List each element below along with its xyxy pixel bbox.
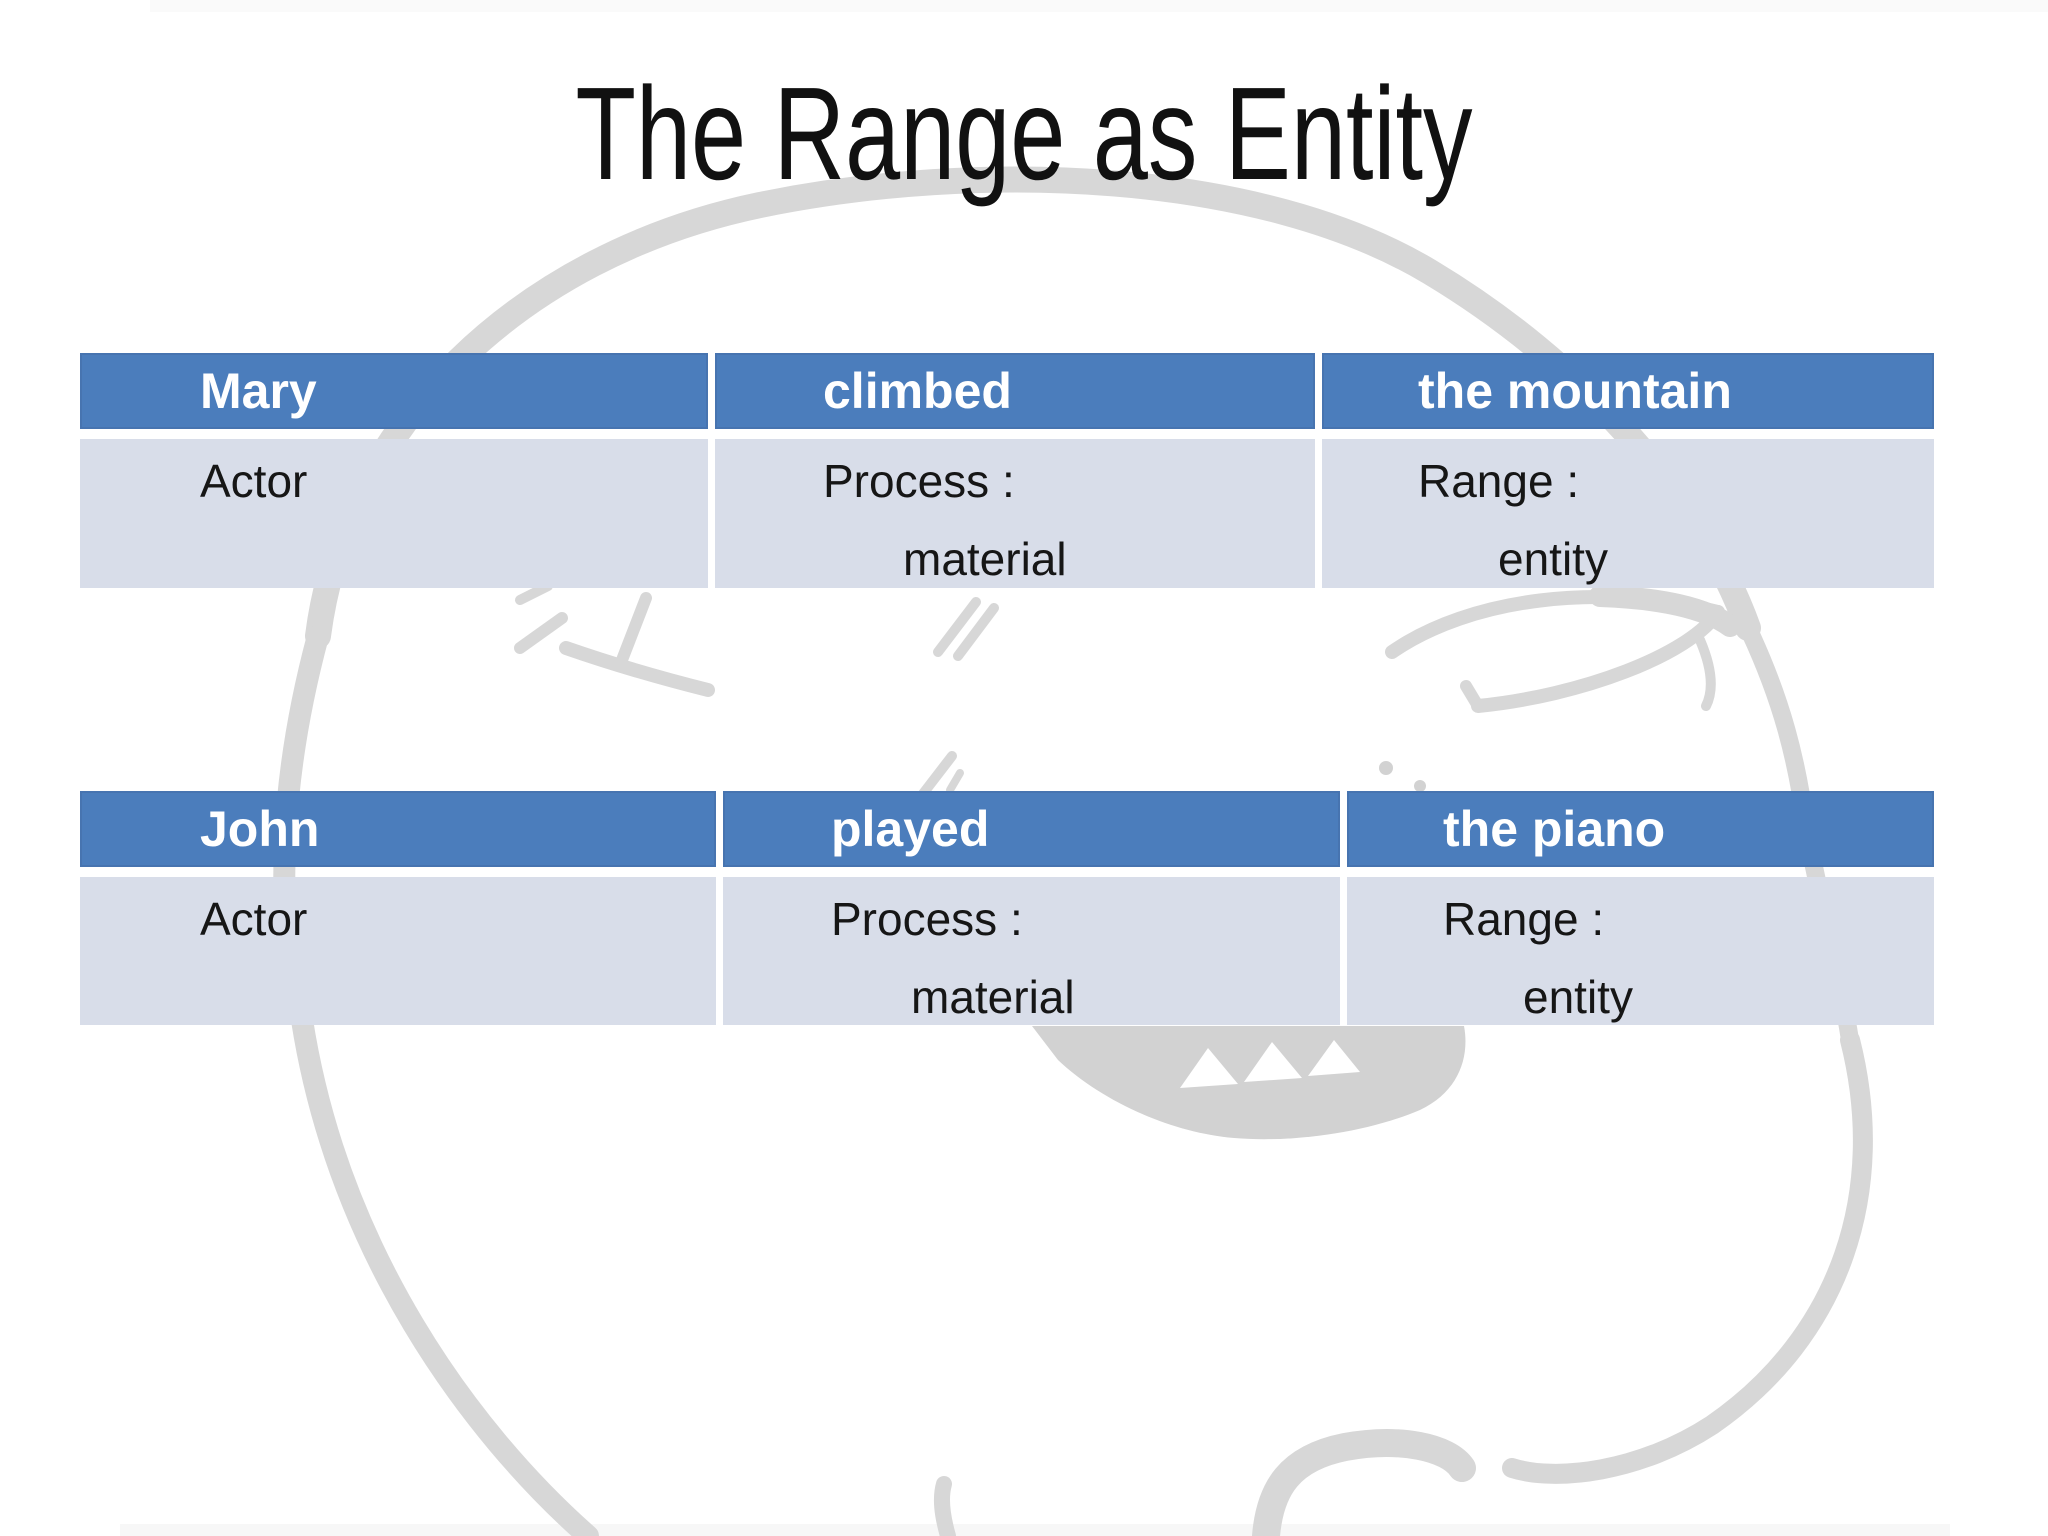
header-label: climbed [823, 363, 1012, 419]
body-cell-process: Process : material [715, 439, 1315, 588]
clause-table-john: John played the piano Actor Process : ma… [80, 791, 1934, 1025]
header-label: John [200, 801, 320, 857]
body-cell-actor: Actor [80, 439, 708, 588]
body-cell-range: Range : entity [1322, 439, 1934, 588]
role-label: Process : [823, 455, 1015, 507]
body-cell-process: Process : material [723, 877, 1340, 1025]
table-header-row: Mary climbed the mountain [80, 353, 1934, 429]
header-label: the piano [1443, 801, 1666, 857]
header-label: Mary [200, 363, 317, 419]
table-body-row: Actor Process : material Range : entity [80, 439, 1934, 588]
role-subtype: entity [1498, 533, 1608, 585]
role-label: Process : [831, 893, 1023, 945]
role-label: Actor [200, 455, 308, 507]
table-header-row: John played the piano [80, 791, 1934, 867]
clause-table-mary: Mary climbed the mountain Actor Process … [80, 353, 1934, 588]
role-label: Range : [1418, 455, 1580, 507]
header-label: played [831, 801, 990, 857]
header-cell-verb: climbed [715, 353, 1315, 429]
header-label: the mountain [1418, 363, 1732, 419]
table-body-row: Actor Process : material Range : entity [80, 877, 1934, 1025]
role-label: Actor [200, 893, 308, 945]
role-label: Range : [1443, 893, 1605, 945]
header-cell-subject: Mary [80, 353, 708, 429]
slide-title: The Range as Entity [575, 60, 1473, 207]
role-subtype: entity [1523, 971, 1633, 1023]
body-cell-actor: Actor [80, 877, 716, 1025]
role-subtype: material [911, 971, 1075, 1023]
header-cell-subject: John [80, 791, 716, 867]
body-cell-range: Range : entity [1347, 877, 1934, 1025]
header-cell-object: the piano [1347, 791, 1934, 867]
header-cell-object: the mountain [1322, 353, 1934, 429]
top-edge-band [150, 0, 2048, 12]
role-subtype: material [903, 533, 1067, 585]
header-cell-verb: played [723, 791, 1340, 867]
